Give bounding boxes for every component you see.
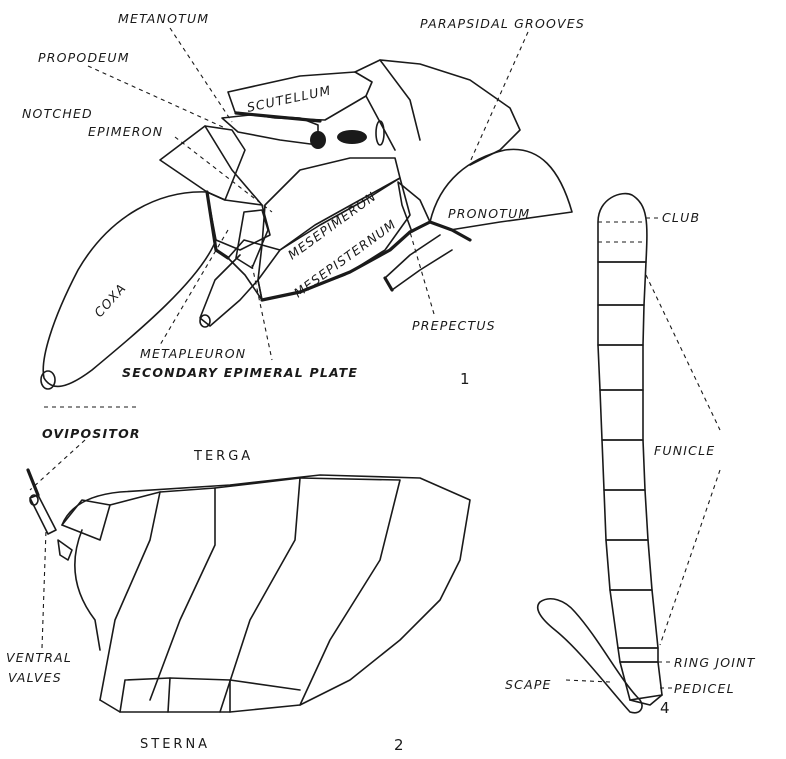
label-club: CLUB (662, 210, 700, 225)
abdomen-inner-curve (75, 530, 100, 650)
dorsal-outline (355, 60, 520, 165)
leader-ovipositor (30, 440, 85, 490)
label-pedicel: PEDICEL (674, 681, 735, 696)
figure-number-4: 4 (660, 699, 670, 717)
leader-funicle-top (646, 275, 720, 430)
label-parapsidal-grooves: PARAPSIDAL GROOVES (420, 16, 585, 31)
foreleg-stub (385, 235, 452, 290)
tergum-4 (300, 478, 400, 705)
funicle-segment-8 (610, 590, 658, 648)
funicle-segment-5 (602, 440, 645, 490)
ovipositor-sheath (30, 495, 56, 534)
tergum-3 (215, 478, 300, 712)
label-ovipositor: OVIPOSITOR (42, 426, 141, 441)
funicle-segment-7 (606, 540, 652, 590)
label-scutellum: SCUTELLUM (246, 82, 333, 115)
funicle-segment-4 (600, 390, 643, 440)
figure-2-abdomen (28, 470, 470, 712)
label-ventral: VENTRAL (6, 650, 72, 665)
pedicel (620, 662, 662, 700)
epimeron-inner-line (205, 126, 262, 205)
tergum-2 (150, 488, 215, 700)
label-metanotum: METANOTUM (118, 11, 209, 26)
label-ring-joint: RING JOINT (674, 655, 756, 670)
mesoscutum-lines (380, 60, 420, 140)
label-epimeron: EPIMERON (88, 124, 163, 139)
scape (538, 599, 642, 713)
abdomen-outline (62, 475, 470, 712)
figure-1-thorax (41, 60, 572, 389)
label-mesepisternum: MESEPISTERNUM (291, 216, 399, 300)
funicle-segment-2 (598, 305, 644, 345)
funicle-segment-1 (598, 262, 646, 305)
sternum-divider-1 (168, 678, 170, 712)
label-notched: NOTCHED (22, 106, 93, 121)
label-propodeum: PROPODEUM (38, 50, 130, 65)
leader-parapsidal (470, 32, 528, 162)
pronotum-thick-edge (410, 222, 470, 240)
leader-metapleuron (160, 230, 228, 345)
metapleuron-plate (228, 240, 262, 300)
coxa-socket (41, 371, 55, 389)
leader-notched-epimeron (175, 137, 272, 212)
ring-joint (618, 648, 658, 662)
label-metapleuron: METAPLEURON (140, 346, 246, 361)
label-valves: VALVES (8, 670, 62, 685)
label-secondary-epimeral-plate: SECONDARY EPIMERAL PLATE (122, 365, 358, 380)
label-prepectus: PREPECTUS (412, 318, 496, 333)
leader-funicle-bottom (660, 470, 720, 645)
label-pronotum: PRONOTUM (448, 206, 530, 221)
funicle-segment-6 (604, 490, 648, 540)
leader-prepectus (410, 232, 434, 314)
funicle-segment-3 (598, 345, 643, 390)
label-coxa: COXA (91, 280, 129, 320)
label-terga: TERGA (193, 449, 253, 464)
black-spot-1 (310, 131, 326, 149)
figure-4-antenna (538, 194, 662, 713)
club (598, 194, 647, 262)
ovipositor-shaft (28, 470, 38, 495)
mesoscutum-lines-2 (366, 96, 395, 150)
leader-ventral-valves (42, 530, 46, 648)
figure-number-1: 1 (460, 370, 470, 388)
open-oval (376, 121, 384, 145)
leader-metanotum (170, 28, 232, 122)
label-sterna: STERNA (140, 737, 210, 752)
tip-segment-2 (58, 540, 72, 560)
foreleg-stub-thick (385, 278, 392, 290)
tergum-1 (100, 492, 160, 700)
label-scape: SCAPE (505, 677, 552, 692)
propodeum-plate (160, 126, 245, 200)
black-spot-2 (337, 130, 367, 144)
leader-propodeum (88, 66, 225, 128)
figure-number-2: 2 (394, 736, 404, 754)
thick-edge-left (207, 192, 228, 258)
tip-segment-1 (62, 500, 110, 540)
label-funicle: FUNICLE (654, 443, 715, 458)
leader-secondary-epimeral (252, 265, 272, 360)
